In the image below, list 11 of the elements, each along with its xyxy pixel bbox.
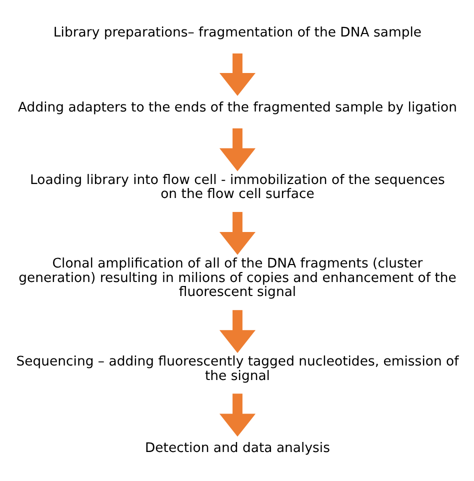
node-text: Adding adapters to the ends of the fragmented sample by ligation <box>18 100 456 116</box>
arrow <box>218 393 256 436</box>
node-text: Loading library into flow cell - immobilization of the sequences on the flow cell surface <box>30 172 444 202</box>
node-text: Library preparations– fragmentation of the DNA sample <box>52 25 422 40</box>
node-text: Sequencing – adding fluorescently tagged nucleotides, emission of the signal <box>16 354 458 384</box>
arrow <box>218 128 256 171</box>
node-text: Detection and data analysis <box>144 440 330 456</box>
arrow <box>218 52 256 96</box>
arrow <box>218 310 256 353</box>
node-text: Clonal amplification of all of the DNA fragments (cluster generation) resulting in milions of copies and enhancement of the fluorescent signal <box>18 256 456 300</box>
arrow <box>218 211 256 254</box>
